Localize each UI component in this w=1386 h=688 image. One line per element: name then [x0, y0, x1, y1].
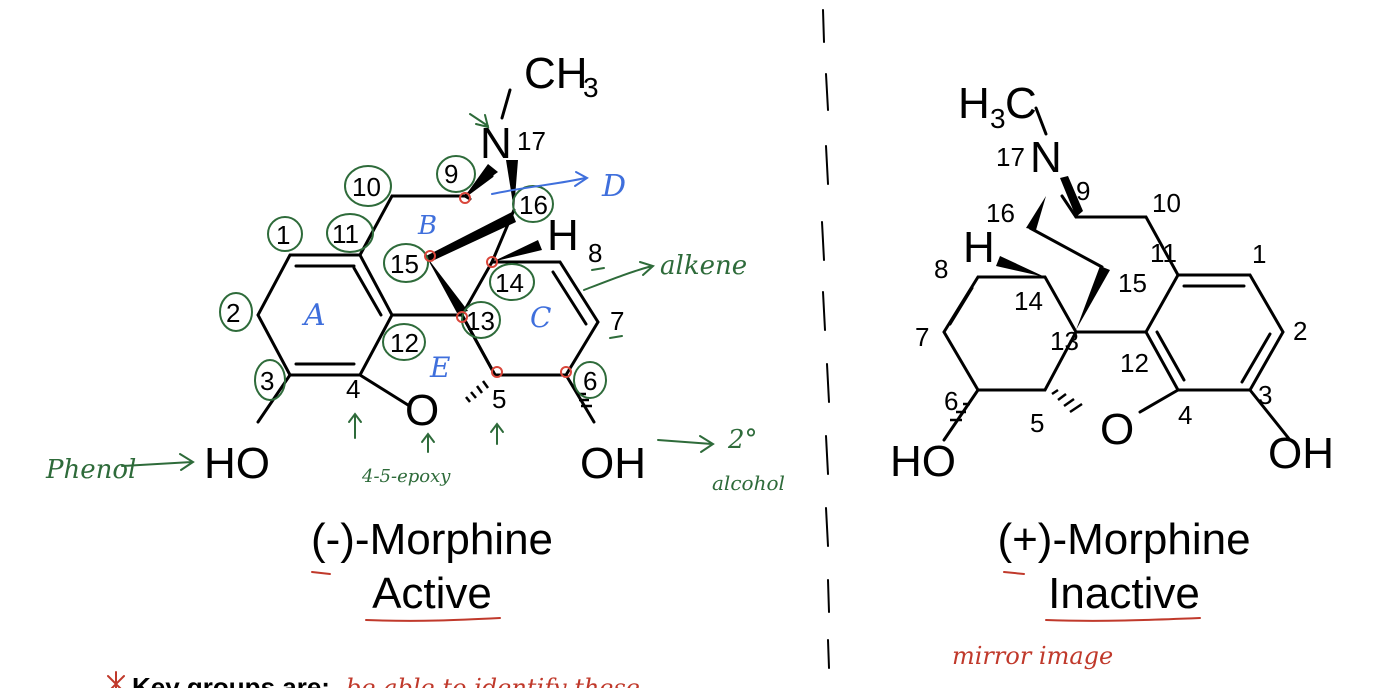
right-num-9: 9 — [1076, 176, 1090, 206]
left-num-11: 11 — [332, 219, 359, 249]
alcohol-degree-annotation: 2° — [727, 425, 758, 455]
right-oh-label: OH — [1268, 429, 1334, 478]
nitrogen-arrow — [469, 113, 490, 129]
right-num-4: 4 — [1178, 400, 1192, 430]
phenol-arrow — [121, 453, 195, 471]
right-plus-underline — [1003, 571, 1025, 575]
right-num-7: 7 — [915, 322, 929, 352]
left-num-10: 10 — [352, 172, 381, 202]
epoxy-arrow-c4 — [348, 412, 362, 439]
left-num-2: 2 — [226, 298, 240, 328]
right-n-label: N — [1030, 133, 1062, 182]
right-num-12: 12 — [1120, 348, 1149, 378]
phenol-annotation: Phenol — [45, 455, 136, 485]
epoxy-arrow-c5 — [490, 422, 504, 445]
ring-b-label: B — [417, 211, 437, 241]
right-h3c-c: C — [1005, 79, 1037, 128]
right-subtitle: Inactive — [1048, 569, 1200, 618]
right-num-17: 17 — [996, 142, 1025, 172]
left-num-14: 14 — [495, 268, 524, 298]
alcohol-arrow — [657, 435, 715, 453]
ring-a-label: A — [301, 298, 326, 333]
left-title: (-)-Morphine — [311, 515, 553, 564]
right-num-3: 3 — [1258, 380, 1272, 410]
alcohol-annotation: alcohol — [712, 471, 785, 495]
right-o-label: O — [1100, 405, 1134, 454]
right-num-13: 13 — [1050, 326, 1079, 356]
left-num-9: 9 — [444, 159, 458, 189]
left-num-7: 7 — [610, 306, 624, 336]
right-num-2: 2 — [1293, 316, 1307, 346]
left-minus-underline — [311, 571, 331, 575]
key-groups-note: be able to identify these — [346, 674, 640, 688]
left-h-label: H — [547, 211, 579, 260]
right-num-8: 8 — [934, 254, 948, 284]
epoxy-annotation: 4-5-epoxy — [361, 466, 451, 487]
ring-c-label: C — [530, 301, 551, 334]
right-structure-wedges — [950, 176, 1110, 422]
right-num-14: 14 — [1014, 286, 1043, 316]
left-num-5: 5 — [492, 384, 506, 414]
left-number-circles — [219, 155, 607, 401]
right-num-15: 15 — [1118, 268, 1147, 298]
key-groups-label: Key groups are: — [132, 672, 330, 688]
left-num-6: 6 — [583, 366, 597, 396]
right-num-6: 6 — [944, 386, 958, 416]
ring-d-label: D — [601, 169, 626, 204]
left-ch3-label: CH — [524, 49, 588, 98]
left-num-13: 13 — [466, 306, 495, 336]
epoxy-arrow-o — [421, 432, 435, 453]
left-num-12: 12 — [390, 328, 419, 358]
left-o-label: O — [405, 386, 439, 435]
right-num-1: 1 — [1252, 239, 1266, 269]
ring-d-arrow — [491, 177, 586, 195]
left-oh-label: OH — [580, 439, 646, 488]
ring-e-label: E — [429, 351, 450, 384]
left-num-15: 15 — [390, 249, 419, 279]
right-num-11: 11 — [1150, 238, 1177, 268]
left-num-1: 1 — [276, 220, 290, 250]
alkene-arrow — [583, 261, 655, 291]
left-atom-numbers: 1 2 3 4 5 6 7 8 9 10 11 12 13 14 15 16 1… — [226, 126, 624, 414]
right-h3c-h: H — [958, 79, 990, 128]
left-num-4: 4 — [346, 374, 360, 404]
left-subtitle: Active — [372, 569, 492, 618]
right-subtitle-underline — [1045, 617, 1201, 622]
left-num-8: 8 — [588, 238, 602, 268]
right-atom-numbers: 1 2 3 4 5 6 7 8 9 10 11 12 13 14 15 16 1… — [915, 142, 1307, 438]
right-ho-label: HO — [890, 437, 956, 486]
right-num-5: 5 — [1030, 408, 1044, 438]
left-ho-label: HO — [204, 439, 270, 488]
right-num-10: 10 — [1152, 188, 1181, 218]
alkene-annotation: alkene — [660, 251, 747, 281]
left-ch3-subscript: 3 — [583, 72, 599, 103]
right-title: (+)-Morphine — [997, 515, 1250, 564]
left-num-17: 17 — [517, 126, 546, 156]
right-h-label: H — [963, 223, 995, 272]
left-num-16: 16 — [519, 190, 548, 220]
right-num-16: 16 — [986, 198, 1015, 228]
star-icon — [107, 671, 125, 688]
mirror-image-annotation: mirror image — [952, 642, 1113, 670]
left-num-3: 3 — [260, 366, 274, 396]
right-h3c-subscript: 3 — [990, 103, 1006, 134]
left-stereocentre-marks — [424, 192, 572, 378]
divider-dashed — [821, 9, 830, 669]
left-subtitle-underline — [365, 617, 501, 622]
